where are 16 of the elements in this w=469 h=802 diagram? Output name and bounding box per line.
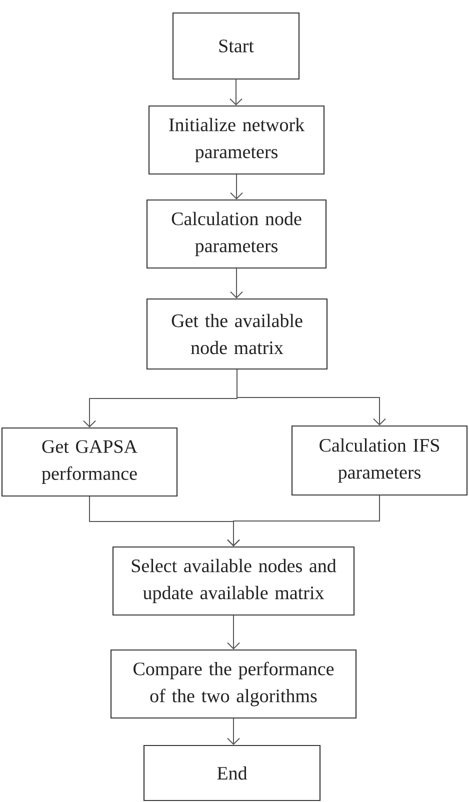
process-box: Start xyxy=(172,12,300,80)
arrow xyxy=(230,268,243,298)
process-box: Select available nodes and update available matrix xyxy=(112,546,355,616)
arrow xyxy=(230,79,242,106)
arrow xyxy=(227,718,240,745)
process-box: Initialize network parameters xyxy=(148,105,325,175)
process-box: Compare the performance of the two algorithms xyxy=(110,649,357,719)
process-box: Calculation IFS parameters xyxy=(291,425,468,496)
arrow xyxy=(227,495,380,546)
process-box: Get the available node matrix xyxy=(146,298,328,370)
process-box: Calculation node parameters xyxy=(146,199,327,269)
process-box: Get GAPSA performance xyxy=(1,427,178,497)
arrow xyxy=(236,369,386,426)
arrow xyxy=(227,615,240,650)
arrow xyxy=(230,174,243,200)
process-box: End xyxy=(143,744,321,802)
